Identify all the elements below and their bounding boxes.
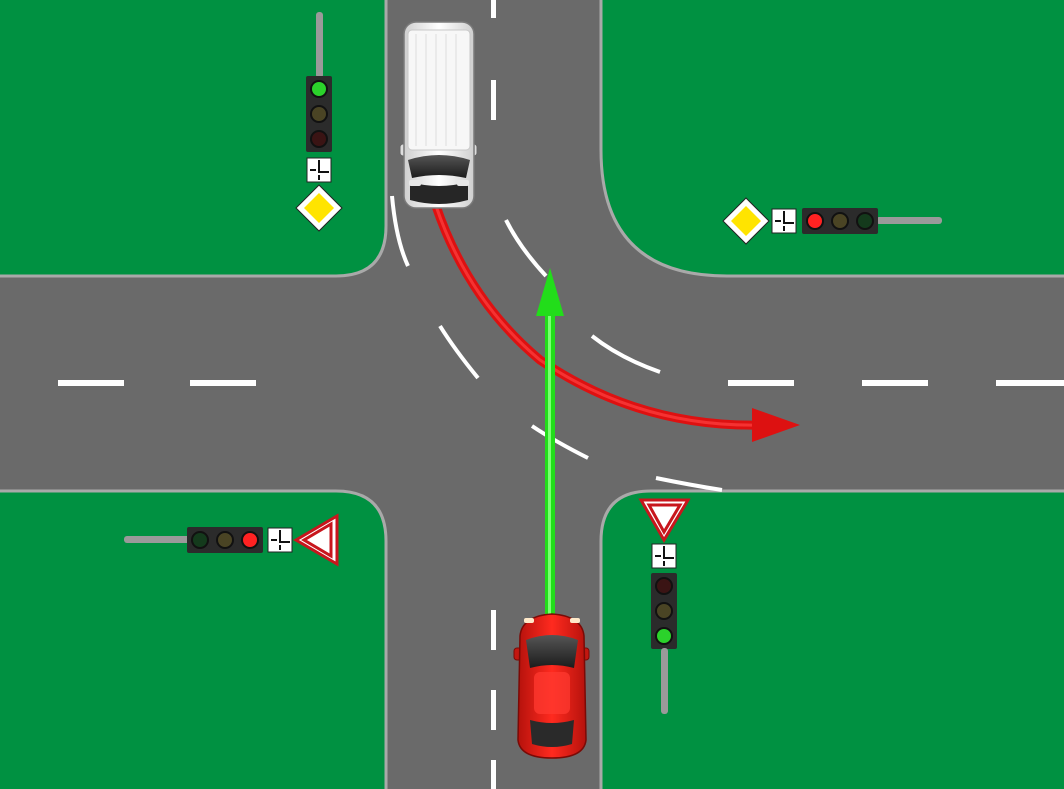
priority-road-shape-plate: [771, 208, 797, 234]
priority-guide-lines: [390, 195, 723, 492]
turn-arrow-head: [752, 408, 800, 442]
curb-sw: [0, 489, 388, 789]
white-van: [399, 21, 478, 209]
signal-group-north-east: [722, 197, 942, 245]
priority-road-sign: [295, 184, 343, 232]
curb-ne: [599, 0, 1064, 278]
signal-pole: [316, 12, 323, 78]
straight-path-arrow: [536, 268, 564, 622]
turn-path-arrow: [431, 201, 800, 442]
priority-road-shape-plate: [651, 543, 677, 569]
lane-dash: [996, 380, 1064, 386]
yield-sign: [638, 498, 691, 543]
lane-dash: [862, 380, 928, 386]
signal-group-north-west: [295, 12, 343, 232]
yield-sign: [293, 513, 339, 567]
traffic-light-red-off: [655, 577, 673, 595]
traffic-light-red-lit: [806, 212, 824, 230]
lane-dash: [728, 380, 794, 386]
signal-group-south-east: [638, 498, 691, 714]
traffic-light-green-off: [856, 212, 874, 230]
guide-line-outer: [655, 476, 723, 492]
lane-dash: [491, 80, 496, 120]
signal-pole: [876, 217, 942, 224]
traffic-light-green-lit: [310, 80, 328, 98]
traffic-light-green-lit: [655, 627, 673, 645]
traffic-light-amber-off: [310, 105, 328, 123]
lane-dash: [491, 610, 496, 650]
traffic-light-green-off: [191, 531, 209, 549]
guide-line-inner: [504, 219, 548, 278]
traffic-light-amber-off: [655, 602, 673, 620]
traffic-light-amber-off: [831, 212, 849, 230]
signal-pole: [661, 648, 668, 714]
curb-se: [599, 489, 1064, 789]
straight-arrow-head: [536, 268, 564, 316]
curb-nw: [0, 0, 388, 278]
guide-line-outer: [438, 324, 480, 380]
traffic-light-red-lit: [241, 531, 259, 549]
lane-dash: [491, 0, 496, 18]
lane-dash: [491, 760, 496, 789]
lane-markings: [58, 0, 1064, 789]
priority-road-sign: [722, 197, 770, 245]
lane-dash: [190, 380, 256, 386]
guide-line-outer: [390, 195, 410, 267]
lane-dash: [491, 690, 496, 730]
signal-group-south-west: [124, 513, 339, 567]
guide-line-inner: [590, 334, 661, 374]
priority-road-shape-plate: [306, 157, 332, 183]
red-car: [513, 613, 590, 759]
signal-pole: [124, 536, 190, 543]
traffic-light-red-off: [310, 130, 328, 148]
traffic-light-amber-off: [216, 531, 234, 549]
guide-line-outer: [530, 424, 589, 460]
priority-road-shape-plate: [267, 527, 293, 553]
lane-dash: [58, 380, 124, 386]
